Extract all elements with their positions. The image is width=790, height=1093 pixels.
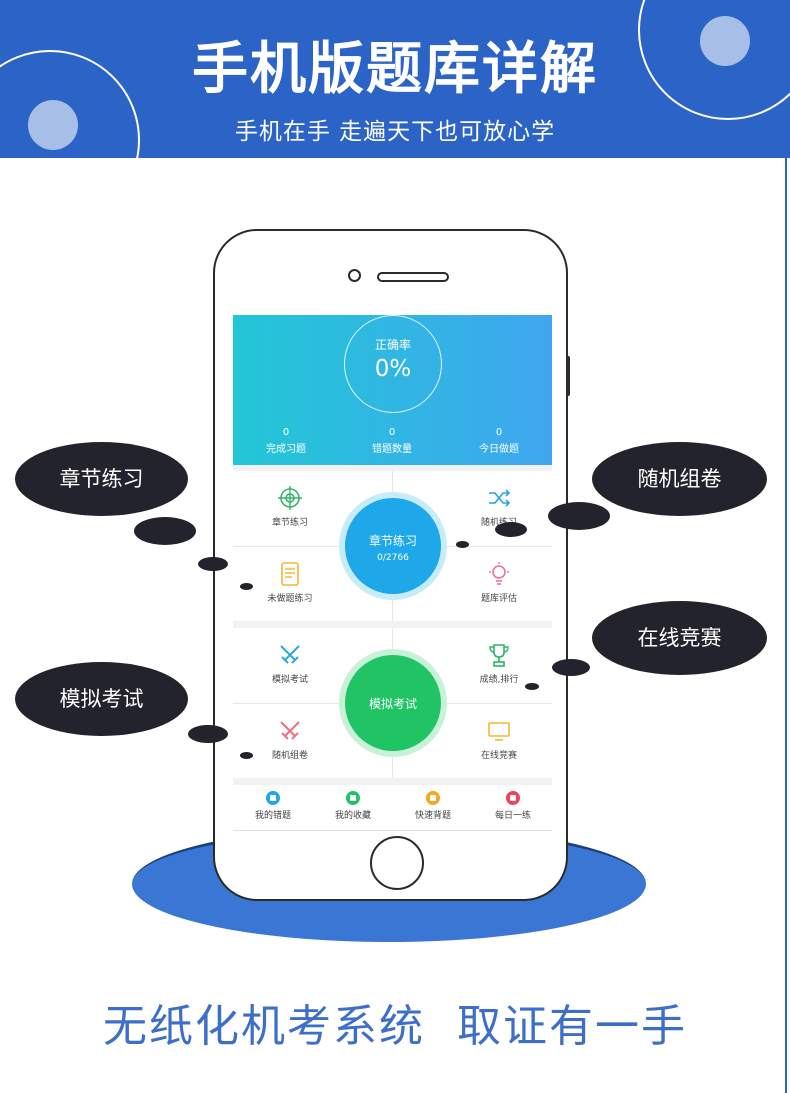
nav-label: 我的收藏: [334, 811, 371, 821]
app-screen: 正确率 0% 0 完成习题 0 错题数量 0 今日做题: [233, 315, 552, 831]
practice-panel: 章节练习 随机练习 未做题练习: [233, 471, 552, 621]
center-progress: 0/2766: [377, 553, 409, 563]
nav-label: 快速背题: [414, 811, 451, 821]
online-contest-button[interactable]: 在线竞赛: [446, 718, 552, 761]
footer-slogan: 无纸化机考系统 取证有一手: [103, 1001, 687, 1052]
stat-value: 0: [282, 427, 290, 438]
callout-dot: [240, 583, 253, 590]
callout-dot: [456, 541, 469, 548]
callout-chapter-practice: 章节练习: [15, 442, 188, 516]
nav-wrong-questions[interactable]: 我的错题: [233, 791, 313, 821]
nav-label: 我的错题: [254, 811, 291, 821]
phone-mockup: 正确率 0% 0 完成习题 0 错题数量 0 今日做题: [213, 229, 568, 901]
nav-label: 每日一练: [494, 811, 531, 821]
stat-label: 今日做题: [479, 444, 519, 455]
cell-label: 题库评估: [480, 594, 517, 604]
shuffle-icon: [489, 489, 511, 507]
cell-label: 在线竞赛: [480, 751, 517, 761]
mock-exam-center-button[interactable]: 模拟考试: [345, 655, 441, 751]
nav-daily-practice[interactable]: 每日一练: [473, 791, 552, 821]
home-button: [370, 836, 424, 890]
callout-mock-exam: 模拟考试: [15, 662, 188, 736]
mock-exam-button[interactable]: 模拟考试: [237, 642, 343, 685]
cell-label: 章节练习: [271, 518, 308, 528]
cell-label: 未做题练习: [267, 594, 313, 604]
stat-value: 0: [495, 427, 503, 438]
stat-completed[interactable]: 0 完成习题: [233, 427, 339, 455]
trophy-icon: [489, 644, 509, 667]
cell-label: 成绩,排行: [479, 675, 519, 685]
callout-online-contest: 在线竞赛: [592, 601, 767, 675]
heart-icon: [506, 791, 520, 805]
center-title: 模拟考试: [368, 697, 417, 711]
nav-quick-review[interactable]: 快速背题: [393, 791, 473, 821]
stat-label: 完成习题: [266, 444, 306, 455]
stat-value: 0: [388, 427, 396, 438]
monitor-icon: [488, 722, 510, 741]
accuracy-label: 正确率: [374, 338, 411, 352]
random-paper-button[interactable]: 随机组卷: [237, 718, 343, 761]
chapter-practice-center-button[interactable]: 章节练习 0/2766: [345, 498, 441, 594]
lightbulb-icon: [489, 562, 509, 585]
random-practice-button[interactable]: 随机练习: [446, 485, 552, 528]
callout-dot: [198, 557, 228, 571]
header-banner: 手机版题库详解 手机在手 走遍天下也可放心学: [0, 0, 790, 158]
accuracy-ring: 正确率 0%: [344, 315, 442, 413]
cell-label: 随机组卷: [271, 751, 308, 761]
bank-assessment-button[interactable]: 题库评估: [446, 561, 552, 604]
crossed-swords-icon: [280, 645, 300, 664]
phone-side-button: [566, 356, 570, 396]
callout-dot: [552, 659, 590, 676]
stat-label: 错题数量: [372, 444, 412, 455]
star-icon: [346, 791, 360, 805]
callout-dot: [134, 517, 196, 545]
decorative-dot: [28, 100, 78, 150]
callout-dot: [188, 725, 228, 743]
banner-subtitle: 手机在手 走遍天下也可放心学: [234, 119, 556, 145]
undone-practice-button[interactable]: 未做题练习: [237, 561, 343, 604]
callout-random-paper: 随机组卷: [592, 442, 767, 516]
nav-favorites[interactable]: 我的收藏: [313, 791, 393, 821]
center-title: 章节练习: [368, 534, 417, 548]
callout-dot: [548, 502, 610, 530]
callout-dot: [525, 683, 539, 690]
speaker-icon: [377, 272, 449, 282]
cell-label: 随机练习: [480, 518, 517, 528]
stat-today[interactable]: 0 今日做题: [446, 427, 552, 455]
bottom-nav: 我的错题 我的收藏 快速背题 每日一练: [233, 785, 552, 831]
chapter-practice-button[interactable]: 章节练习: [237, 485, 343, 528]
accuracy-value: 0%: [374, 356, 412, 382]
decorative-dot: [700, 16, 750, 66]
cell-label: 模拟考试: [271, 675, 308, 685]
exam-panel: 模拟考试 成绩,排行 随机组卷: [233, 628, 552, 778]
book-icon: [426, 791, 440, 805]
note-icon: [281, 562, 299, 586]
camera-icon: [348, 269, 361, 282]
score-ranking-button[interactable]: 成绩,排行: [446, 642, 552, 685]
banner-title: 手机版题库详解: [192, 37, 598, 102]
wrong-questions-icon: [266, 791, 280, 805]
target-icon: [278, 486, 302, 510]
callout-dot: [240, 752, 253, 759]
side-border: [785, 158, 787, 1093]
stats-header: 正确率 0% 0 完成习题 0 错题数量 0 今日做题: [233, 315, 552, 465]
callout-dot: [495, 522, 527, 537]
stat-wrong[interactable]: 0 错题数量: [339, 427, 445, 455]
crossed-swords-icon: [280, 721, 300, 740]
